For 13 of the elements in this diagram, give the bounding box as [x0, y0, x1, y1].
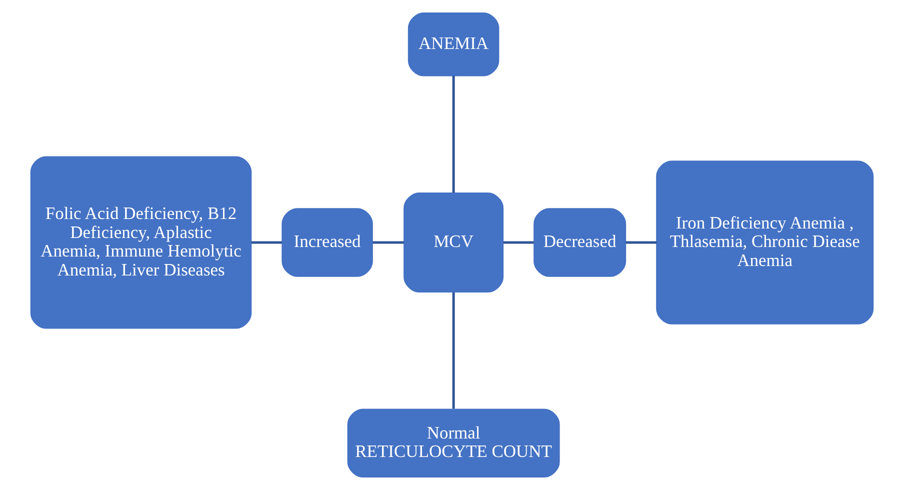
node-box: ANEMIA: [407, 12, 499, 76]
node-box: Iron Deficiency Anemia , Thlasemia, Chronic Diease Anemia: [656, 160, 874, 324]
connector: [625, 241, 656, 244]
connector: [452, 76, 454, 193]
connector: [502, 241, 534, 244]
node-box: Normal RETICULOCYTE COUNT: [346, 408, 560, 478]
node-box: Increased: [281, 208, 372, 277]
connector: [372, 241, 404, 244]
node-box: Folic Acid Deficiency, B12 Deficiency, Aplastic Anemia, Immune Hemolytic Anemia, Liver Diseases: [30, 156, 252, 329]
node-box: MCV: [403, 192, 504, 292]
connector: [452, 292, 454, 409]
connector: [250, 241, 282, 244]
node-box: Decreased: [533, 208, 626, 277]
